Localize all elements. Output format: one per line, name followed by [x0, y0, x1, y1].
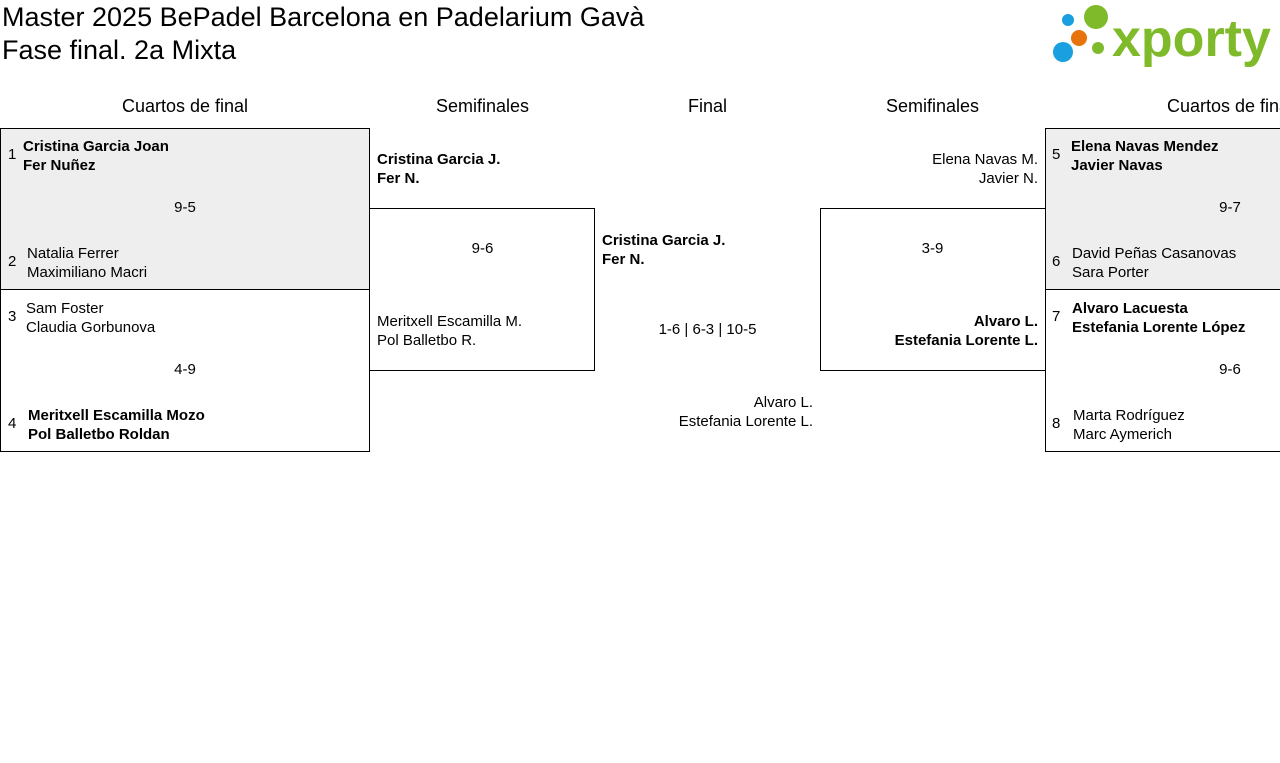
seed-number: 5 — [1052, 146, 1061, 163]
player-name: Fer N. — [602, 251, 645, 268]
match-score: 9-5 — [174, 199, 196, 216]
player-name: Natalia Ferrer — [27, 245, 119, 262]
match-score: 9-6 — [1219, 361, 1241, 378]
player-name: Sara Porter — [1072, 264, 1149, 281]
player-name: Meritxell Escamilla Mozo — [28, 407, 205, 424]
player-name: Javier Navas — [1071, 157, 1163, 174]
match-qf-left-1[interactable] — [0, 128, 370, 290]
match-score: 9-7 — [1219, 199, 1241, 216]
player-name: Marta Rodríguez — [1073, 407, 1185, 424]
seed-number: 8 — [1052, 415, 1061, 432]
xporty-logo[interactable]: xporty — [1050, 4, 1276, 68]
player-name: Maximiliano Macri — [27, 264, 148, 281]
match-sf-right[interactable] — [820, 208, 1046, 371]
player-name: Javier N. — [978, 170, 1038, 187]
logo-wordmark: xporty — [1112, 10, 1271, 68]
round-header-left-qf: Cuartos de final — [121, 96, 249, 116]
player-name: Marc Aymerich — [1073, 426, 1172, 443]
player-name: Estefania Lorente López — [1072, 319, 1246, 336]
player-name: Cristina Garcia J. — [602, 232, 726, 249]
seed-number: 2 — [8, 253, 17, 270]
player-name: Alvaro L. — [753, 394, 813, 411]
player-name: Meritxell Escamilla M. — [377, 313, 523, 330]
final-score: 1-6 | 6-3 | 10-5 — [658, 321, 757, 338]
player-name: Cristina Garcia J. — [377, 151, 501, 168]
player-name: Elena Navas M. — [932, 151, 1038, 168]
match-score: 9-6 — [471, 240, 494, 257]
player-name: Alvaro Lacuesta — [1072, 300, 1188, 317]
player-name: Alvaro L. — [973, 313, 1038, 330]
seed-number: 1 — [8, 146, 17, 163]
player-name: Claudia Gorbunova — [26, 319, 156, 336]
player-name: David Peñas Casanovas — [1072, 245, 1237, 262]
match-sf-left[interactable] — [369, 208, 595, 371]
player-name: Pol Balletbo Roldan — [28, 426, 170, 443]
player-name: Elena Navas Mendez — [1071, 138, 1219, 155]
player-name: Cristina Garcia Joan — [23, 138, 169, 155]
player-name: Estefania Lorente L. — [894, 332, 1038, 349]
page-title: Master 2025 BePadel Barcelona en Padelar… — [2, 2, 645, 32]
player-name: Fer Nuñez — [23, 157, 96, 174]
player-name: Sam Foster — [26, 300, 104, 317]
round-header-right-sf: Semifinales — [885, 96, 980, 116]
match-score: 4-9 — [174, 361, 196, 378]
xporty-logo-icon: xporty — [1053, 5, 1271, 68]
player-name: Pol Balletbo R. — [377, 332, 477, 349]
player-name: Fer N. — [377, 170, 420, 187]
round-header-left-sf: Semifinales — [435, 96, 530, 116]
seed-number: 4 — [8, 415, 17, 432]
page-subtitle: Fase final. 2a Mixta — [2, 35, 237, 65]
player-name: Estefania Lorente L. — [678, 413, 813, 430]
round-header-final: Final — [687, 96, 727, 116]
seed-number: 6 — [1052, 253, 1061, 270]
seed-number: 7 — [1052, 308, 1061, 325]
round-header-right-qf: Cuartos de final — [1166, 96, 1280, 116]
seed-number: 3 — [8, 308, 17, 325]
match-score: 3-9 — [921, 240, 944, 257]
match-qf-right-2[interactable] — [1045, 289, 1280, 452]
